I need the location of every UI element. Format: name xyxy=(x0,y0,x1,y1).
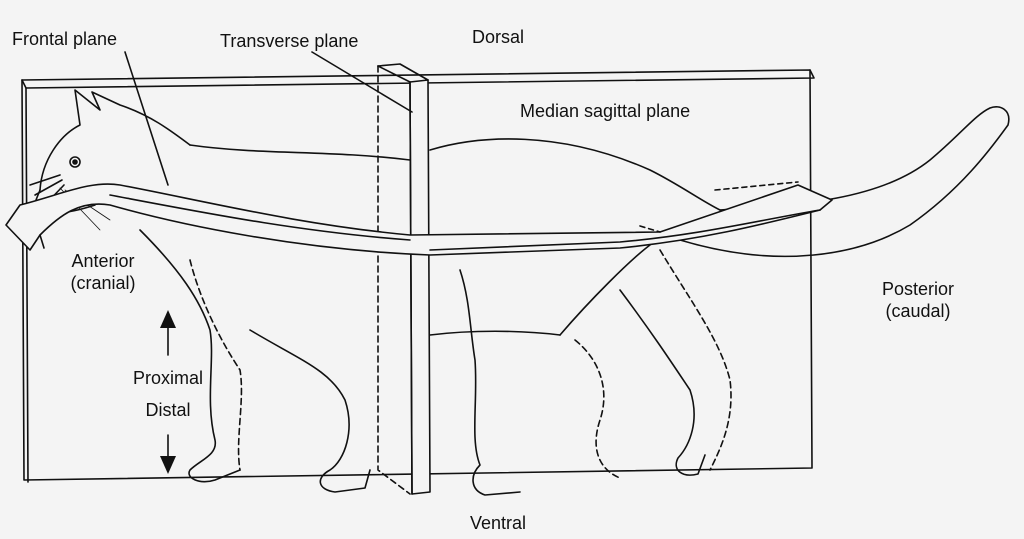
transverse-plane xyxy=(377,63,431,495)
frontal-plane-label: Frontal plane xyxy=(12,29,118,49)
caudal-text: (caudal) xyxy=(885,301,951,321)
dorsal-label: Dorsal xyxy=(472,27,525,47)
ventral-label: Ventral xyxy=(470,513,527,533)
frontal-plane xyxy=(5,181,833,256)
distal-label: Distal xyxy=(145,400,191,420)
arrow-down-icon xyxy=(160,434,176,474)
leader-lines xyxy=(124,51,413,186)
posterior-label: Posterior (caudal) xyxy=(868,278,968,322)
anterior-text: Anterior xyxy=(71,251,135,271)
posterior-text: Posterior xyxy=(881,279,955,299)
anterior-label: Anterior (cranial) xyxy=(58,250,148,294)
proximal-label: Proximal xyxy=(132,368,203,388)
cranial-text: (cranial) xyxy=(70,273,136,293)
arrow-up-icon xyxy=(160,310,176,356)
median-sagittal-plane-label: Median sagittal plane xyxy=(520,101,691,121)
transverse-plane-label: Transverse plane xyxy=(220,31,359,51)
